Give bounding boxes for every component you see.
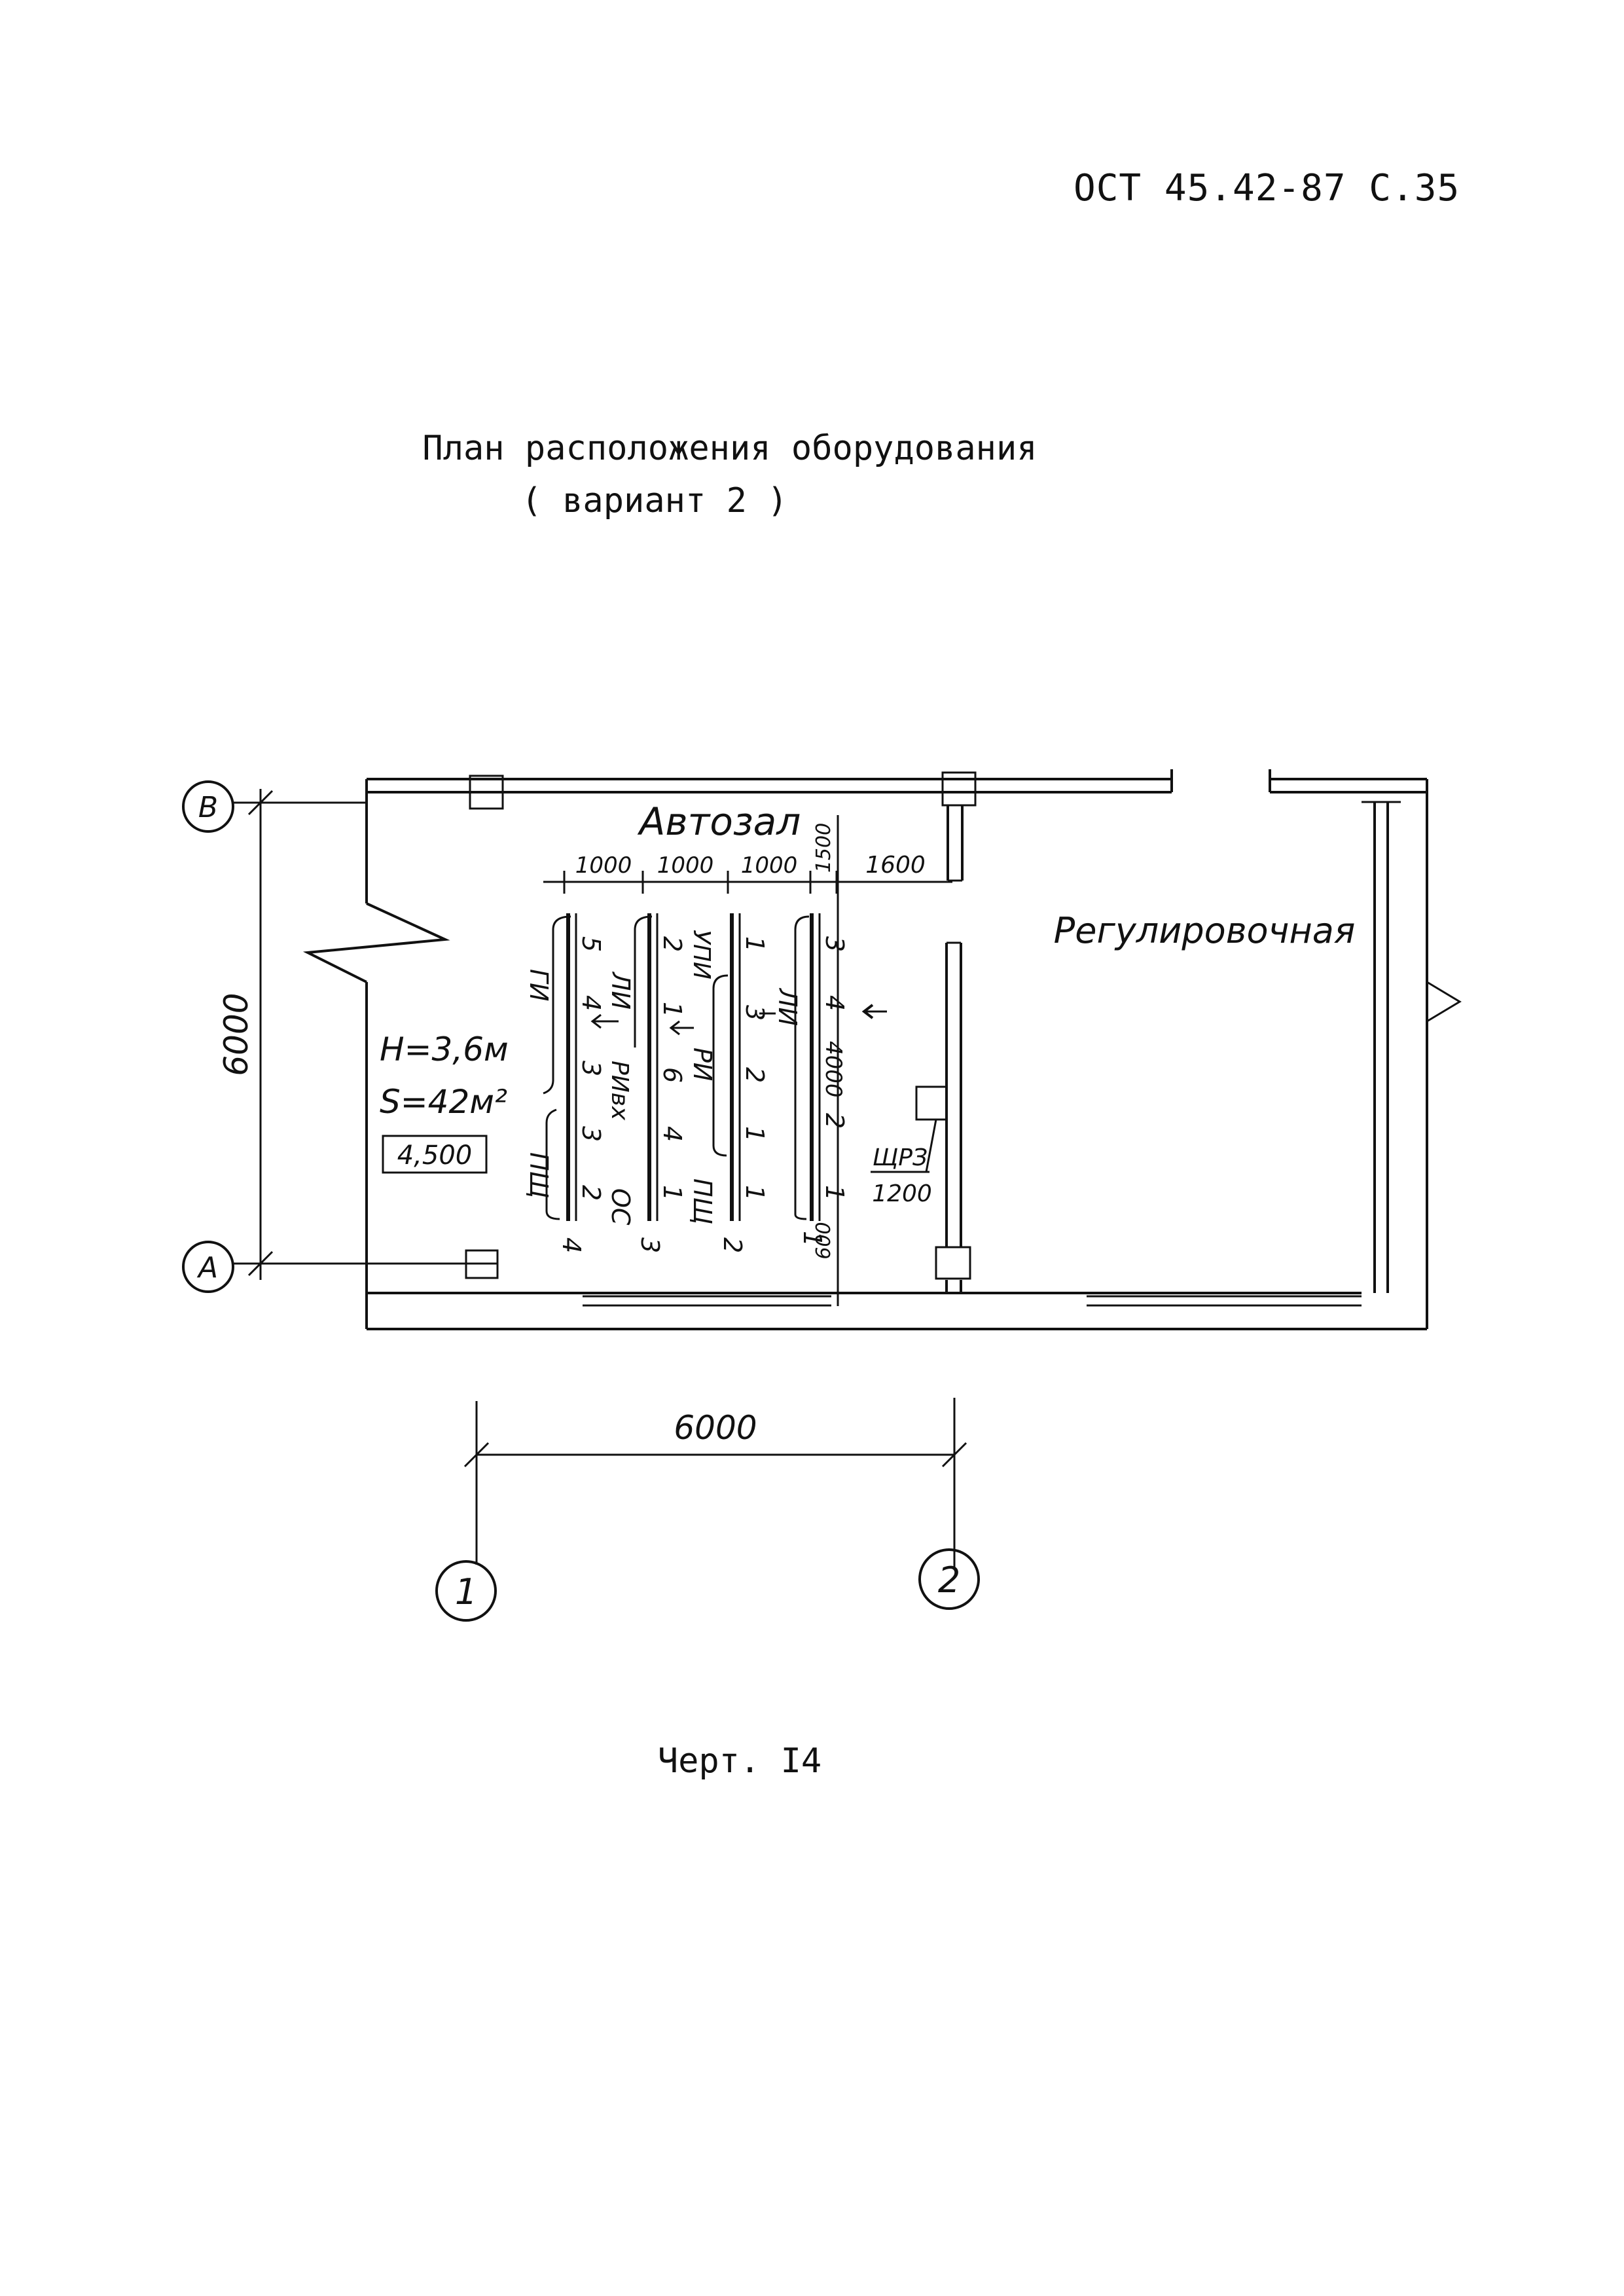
axis-1-label: 1 — [455, 1571, 477, 1613]
rack-1-group-1: ЛИ — [773, 987, 802, 1026]
rack-3-group-1: ЛИ — [606, 971, 635, 1010]
rack-2-cell-3: 2 — [740, 1067, 769, 1083]
rack-4-number: 4 — [557, 1237, 586, 1253]
rack-4-cell-3: 3 — [577, 1061, 605, 1076]
axis-b-label: В — [198, 791, 218, 824]
rack-row-3: 2 1 6 4 1 ЛИ РИвх ОС 3 — [590, 913, 694, 1253]
drawing-variant: ( вариант 2 ) — [521, 481, 788, 520]
rack-3-cell-3: 6 — [658, 1067, 687, 1083]
dimension-1600: 1600 — [865, 852, 926, 879]
rack-2-group-1: УПИ — [688, 930, 715, 979]
dimension-vertical-label: 6000 — [217, 993, 255, 1076]
room-autohall-label: Автозал — [637, 799, 801, 844]
rack-2-group-3: ПЩ — [688, 1178, 717, 1224]
axis-b: В — [182, 780, 367, 833]
rack-3-cell-1: 2 — [658, 936, 687, 952]
rack-2-group-2: РИ — [688, 1048, 717, 1081]
axis-a-label: А — [196, 1251, 218, 1285]
axis-2-label: 2 — [938, 1559, 960, 1601]
room-info: H=3,6м S=42м² 4,500 — [380, 1030, 509, 1174]
rack-1-cell-2: 4 — [820, 995, 849, 1011]
axis-bottom: 6000 1 2 — [435, 1398, 980, 1622]
dimension-vertical: 6000 — [217, 789, 274, 1280]
dimension-1500: 1500 — [812, 823, 835, 873]
dimension-4000: 4000 — [820, 1041, 846, 1098]
rack-3-cell-4: 4 — [658, 1126, 687, 1142]
rack-4-cell-4: 3 — [577, 1126, 605, 1142]
dimension-600: 600 — [812, 1222, 835, 1259]
columns — [465, 771, 977, 1280]
rack-4-group-1: ГИ — [524, 969, 553, 1002]
rack-3-cell-5: 1 — [658, 1185, 687, 1201]
panel-dimension: 1200 — [872, 1180, 932, 1207]
rack-3-number: 3 — [636, 1237, 664, 1253]
room-adjustment-label: Регулировочная — [1054, 910, 1356, 951]
dimension-chain-top: 1000 1000 1000 1600 1500 600 — [543, 815, 952, 1306]
floor-level: 4,500 — [397, 1140, 473, 1171]
rack-3-group-3: ОС — [606, 1188, 635, 1226]
room-area: S=42м² — [380, 1083, 507, 1121]
partition — [945, 805, 964, 1293]
rack-1-cell-3: 2 — [820, 1113, 849, 1129]
spacing-1: 1000 — [575, 852, 632, 879]
rack-2-number: 2 — [718, 1237, 747, 1253]
drawing-title: План расположения оборудования — [422, 429, 1038, 468]
rack-4-group-2: ПЩ — [524, 1152, 553, 1198]
spacing-3: 1000 — [741, 852, 798, 879]
distribution-panel: ЩРЗ 1200 — [871, 1085, 948, 1207]
rack-4-cell-1: 5 — [577, 936, 605, 952]
spacing-2: 1000 — [657, 852, 714, 879]
rack-row-4: 5 4 3 3 2 ГИ ПЩ 4 — [524, 913, 605, 1253]
rack-row-1: 3 4 2 1 ЛИ 4000 1 — [773, 913, 887, 1247]
panel-label: ЩРЗ — [873, 1144, 928, 1171]
rack-1-cell-1: 3 — [820, 936, 849, 952]
rack-4-cell-2: 4 — [577, 995, 605, 1011]
rack-1-cell-4: 1 — [820, 1185, 849, 1201]
walls — [302, 769, 1462, 1330]
drawing-caption: Черт. I4 — [657, 1741, 822, 1781]
rack-3-group-2: РИвх — [606, 1061, 633, 1121]
room-height: H=3,6м — [380, 1030, 509, 1068]
rack-2-cell-4: 1 — [740, 1126, 769, 1142]
rack-1-number: 1 — [798, 1231, 827, 1247]
rack-4-cell-5: 2 — [577, 1185, 605, 1201]
rack-2-cell-1: 1 — [740, 936, 769, 952]
axis-a: А — [182, 1241, 497, 1293]
rack-3-cell-2: 1 — [658, 1002, 687, 1017]
rack-2-cell-5: 1 — [740, 1185, 769, 1201]
rack-row-2: 1 3 2 1 1 УПИ РИ ПЩ 2 — [688, 913, 776, 1253]
document-code: ОСТ 45.42-87 С.35 — [1074, 167, 1460, 210]
dimension-horizontal-label: 6000 — [674, 1409, 757, 1447]
